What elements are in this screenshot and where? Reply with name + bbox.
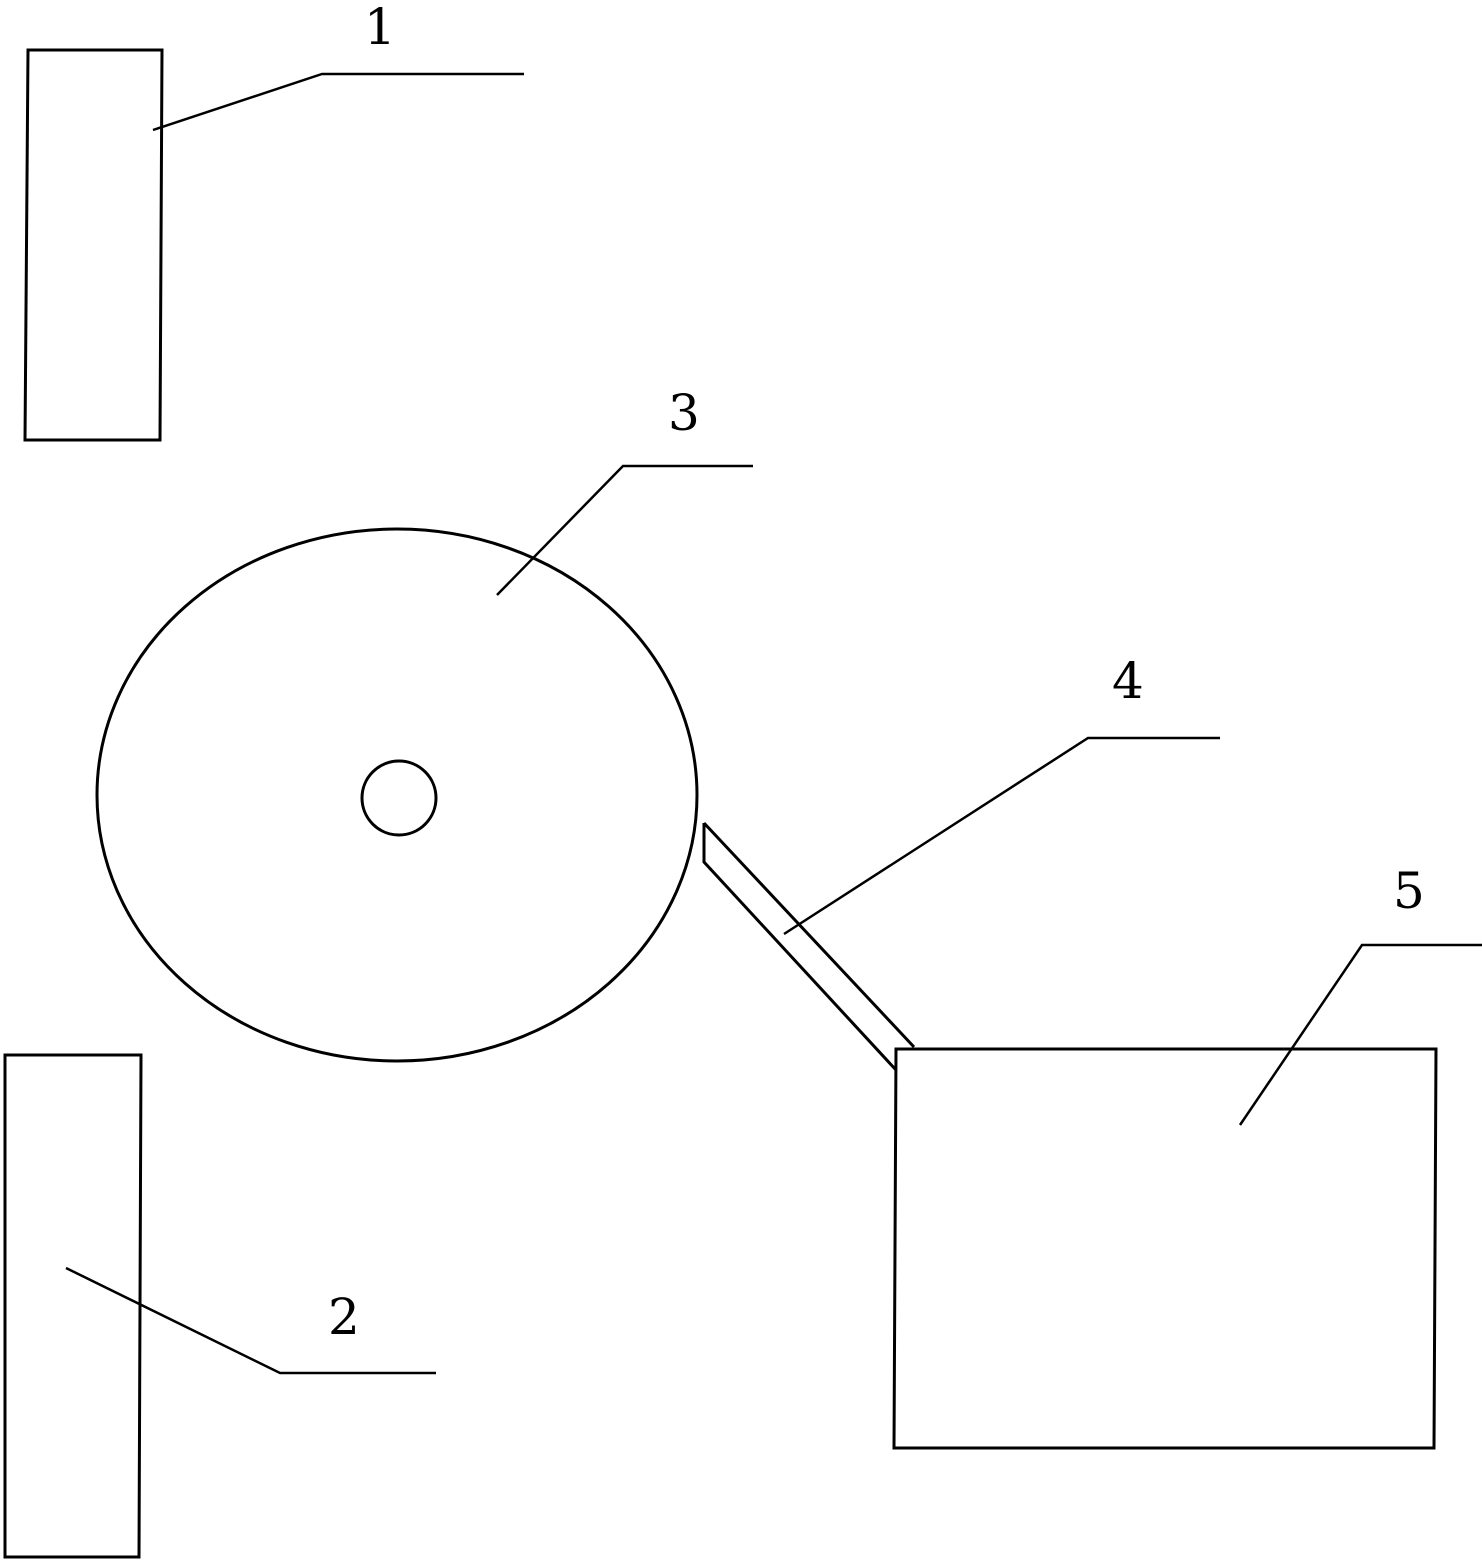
part-2-callout: 2 [328,1288,360,1346]
part-3-callout: 3 [668,384,700,442]
part-4-chute [702,821,916,1072]
part-3-leader-line [496,464,753,596]
part-3-center-hole [360,759,438,837]
part-4-callout: 4 [1112,652,1144,710]
part-5-callout: 5 [1393,862,1425,920]
part-5-leader-line [1238,943,1482,1126]
part-3: 3 [95,384,753,1063]
part-2: 2 [3,1053,436,1559]
part-4-leader-line [783,736,1220,936]
part-5: 5 [892,862,1482,1450]
part-1-leader-line [152,72,524,132]
part-1-body [23,48,164,442]
part-2-body [3,1053,143,1559]
part-4: 4 [702,652,1220,1072]
part-1: 1 [23,0,524,442]
part-5-box [892,1047,1438,1450]
part-2-leader-line [65,1266,436,1375]
part-3-disc [95,527,699,1063]
part-1-callout: 1 [364,0,396,56]
